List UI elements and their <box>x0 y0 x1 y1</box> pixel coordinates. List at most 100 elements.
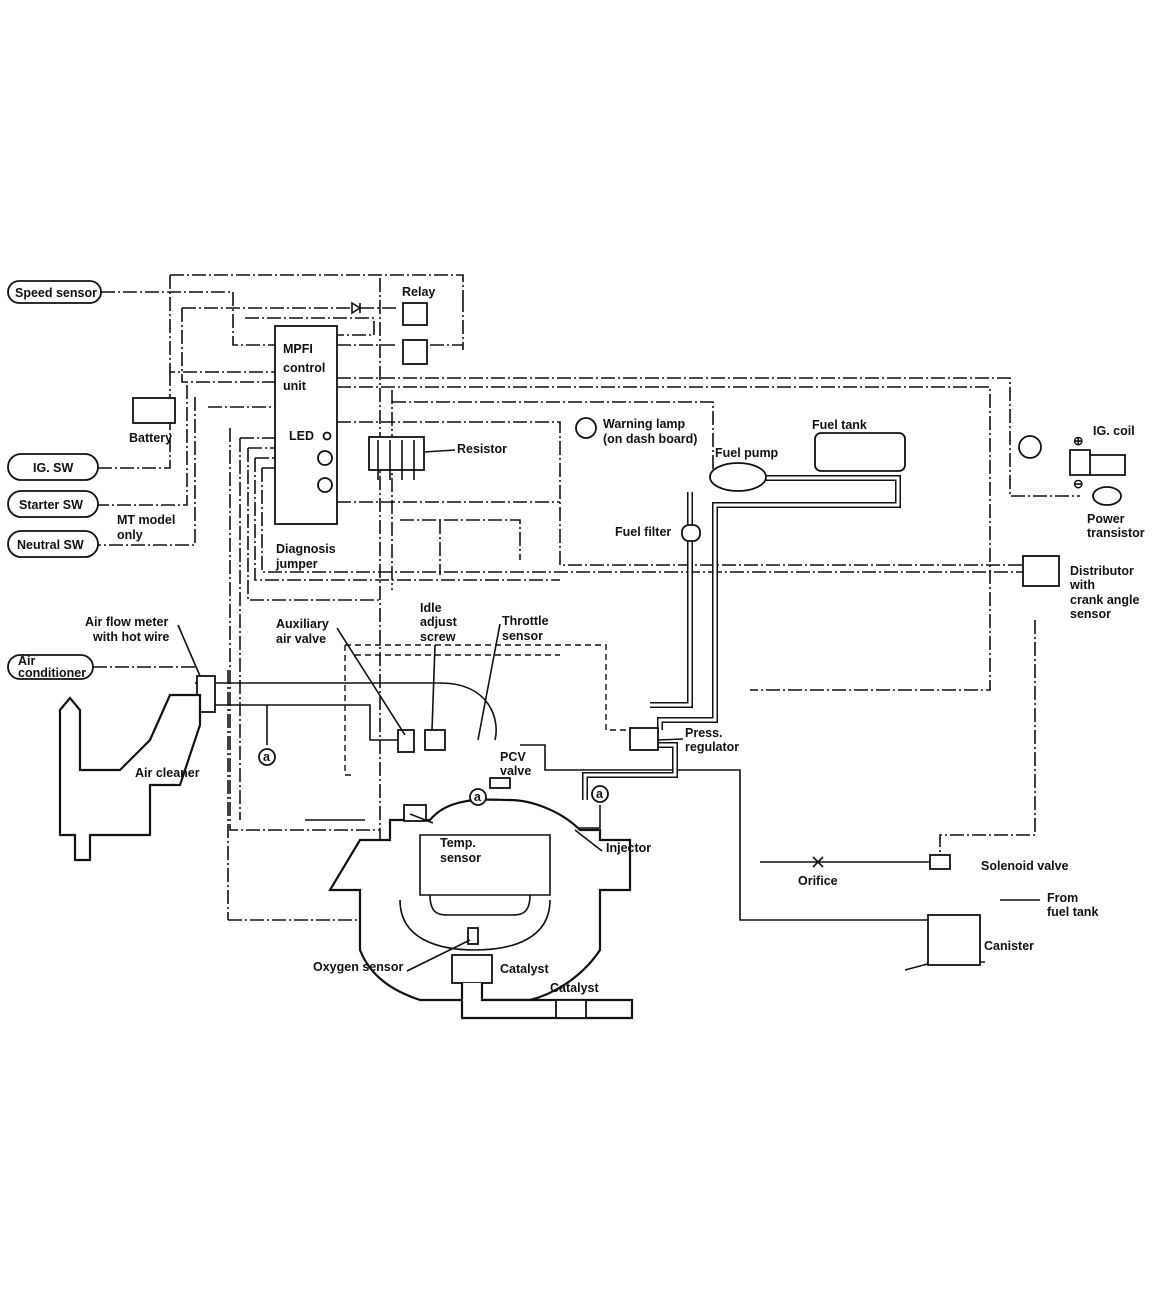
connector-a: a <box>258 748 276 766</box>
canister-icon <box>927 914 981 966</box>
idle-adjust-screw-icon <box>424 729 446 751</box>
speed-sensor-label: Speed sensor <box>7 280 102 304</box>
vacuum-lines <box>344 644 630 776</box>
svg-text:LED: LED <box>289 429 314 443</box>
ig-coil-icon <box>1018 435 1042 459</box>
svg-text:PCV: PCV <box>500 750 526 764</box>
svg-text:Press.: Press. <box>685 726 723 740</box>
transistor-icon <box>317 477 333 493</box>
svg-text:Neutral SW: Neutral SW <box>17 538 84 552</box>
control-unit <box>274 325 338 525</box>
svg-text:with hot wire: with hot wire <box>92 630 169 644</box>
svg-text:Battery: Battery <box>129 431 172 445</box>
svg-text:jumper: jumper <box>275 557 318 571</box>
connector-a: a <box>591 785 609 803</box>
svg-text:crank angle: crank angle <box>1070 593 1140 607</box>
fuel-tank-icon <box>814 432 906 472</box>
air-cleaner-icon <box>58 693 202 862</box>
svg-text:screw: screw <box>420 630 456 644</box>
svg-text:conditioner: conditioner <box>18 666 86 680</box>
svg-text:Speed sensor: Speed sensor <box>15 286 97 300</box>
svg-text:Idle: Idle <box>420 601 442 615</box>
svg-text:⊖: ⊖ <box>1073 477 1083 491</box>
battery-icon <box>132 397 176 424</box>
solenoid-valve-icon <box>929 854 951 870</box>
svg-text:Catalyst: Catalyst <box>550 981 599 995</box>
svg-text:a: a <box>263 750 271 764</box>
svg-text:IG. SW: IG. SW <box>33 461 73 475</box>
svg-text:Auxiliary: Auxiliary <box>276 617 329 631</box>
ig-sw-label: IG. SW <box>7 453 99 481</box>
transistor-icon <box>317 450 333 466</box>
pcv-valve-icon <box>489 777 511 789</box>
svg-text:sensor: sensor <box>502 629 543 643</box>
power-transistor-icon <box>1092 486 1122 506</box>
press-regulator-icon <box>629 727 659 751</box>
svg-text:IG. coil: IG. coil <box>1093 424 1135 438</box>
svg-text:(on dash board): (on dash board) <box>603 432 697 446</box>
relay-symbols <box>351 301 428 365</box>
labels: MPFI control unit LED Diagnosis jumper R… <box>85 285 1145 995</box>
svg-text:Injector: Injector <box>606 841 651 855</box>
svg-text:Solenoid valve: Solenoid valve <box>981 859 1069 873</box>
connector-a: a <box>469 788 487 806</box>
svg-text:Orifice: Orifice <box>798 874 838 888</box>
leader-lines <box>177 449 684 972</box>
led-icon <box>322 431 332 441</box>
catalyst-2-icon <box>555 999 587 1019</box>
svg-text:Catalyst: Catalyst <box>500 962 549 976</box>
temp-sensor-icon <box>403 804 427 822</box>
svg-text:fuel tank: fuel tank <box>1047 905 1098 919</box>
mt-model-label: MT model <box>117 513 175 527</box>
resistor-icon <box>368 436 425 480</box>
svg-text:Relay: Relay <box>402 285 435 299</box>
svg-text:From: From <box>1047 891 1078 905</box>
mt-model-label: only <box>117 528 143 542</box>
svg-text:Starter SW: Starter SW <box>19 498 83 512</box>
svg-text:Oxygen sensor: Oxygen sensor <box>313 960 403 974</box>
svg-text:transistor: transistor <box>1087 526 1145 540</box>
fuel-pipes <box>582 475 901 800</box>
svg-text:Power: Power <box>1087 512 1125 526</box>
svg-text:Air cleaner: Air cleaner <box>135 766 200 780</box>
svg-text:air valve: air valve <box>276 632 326 646</box>
svg-text:valve: valve <box>500 764 531 778</box>
starter-sw-label: Starter SW <box>7 490 99 518</box>
svg-text:regulator: regulator <box>685 740 739 754</box>
ig-coil-body <box>1069 449 1126 476</box>
svg-text:Fuel tank: Fuel tank <box>812 418 867 432</box>
fuel-filter-icon <box>681 524 701 542</box>
svg-text:Temp.: Temp. <box>440 836 476 850</box>
svg-text:control: control <box>283 361 325 375</box>
svg-text:Distributor: Distributor <box>1070 564 1134 578</box>
distributor-icon <box>1022 555 1060 587</box>
svg-text:sensor: sensor <box>1070 607 1111 621</box>
svg-text:unit: unit <box>283 379 307 393</box>
oxygen-sensor-icon <box>467 927 479 945</box>
svg-text:Air: Air <box>18 654 36 668</box>
auxiliary-air-valve-icon <box>397 729 415 753</box>
neutral-sw-label: Neutral SW <box>7 530 99 558</box>
svg-text:adjust: adjust <box>420 615 458 629</box>
svg-text:Resistor: Resistor <box>457 442 507 456</box>
warning-lamp-icon <box>575 417 597 439</box>
svg-text:Fuel filter: Fuel filter <box>615 525 671 539</box>
exhaust <box>451 954 634 1020</box>
catalyst-1-icon <box>451 954 493 984</box>
wiring <box>93 274 1080 921</box>
solid-lines <box>195 682 1040 971</box>
svg-text:with: with <box>1069 578 1095 592</box>
svg-text:⊕: ⊕ <box>1073 434 1083 448</box>
svg-text:Diagnosis: Diagnosis <box>276 542 336 556</box>
svg-text:MPFI: MPFI <box>283 342 313 356</box>
svg-text:Warning lamp: Warning lamp <box>603 417 686 431</box>
svg-text:Fuel pump: Fuel pump <box>715 446 779 460</box>
svg-text:Air flow meter: Air flow meter <box>85 615 168 629</box>
svg-text:Canister: Canister <box>984 939 1034 953</box>
svg-text:sensor: sensor <box>440 851 481 865</box>
svg-text:a: a <box>596 787 604 801</box>
orifice-icon <box>812 856 824 868</box>
